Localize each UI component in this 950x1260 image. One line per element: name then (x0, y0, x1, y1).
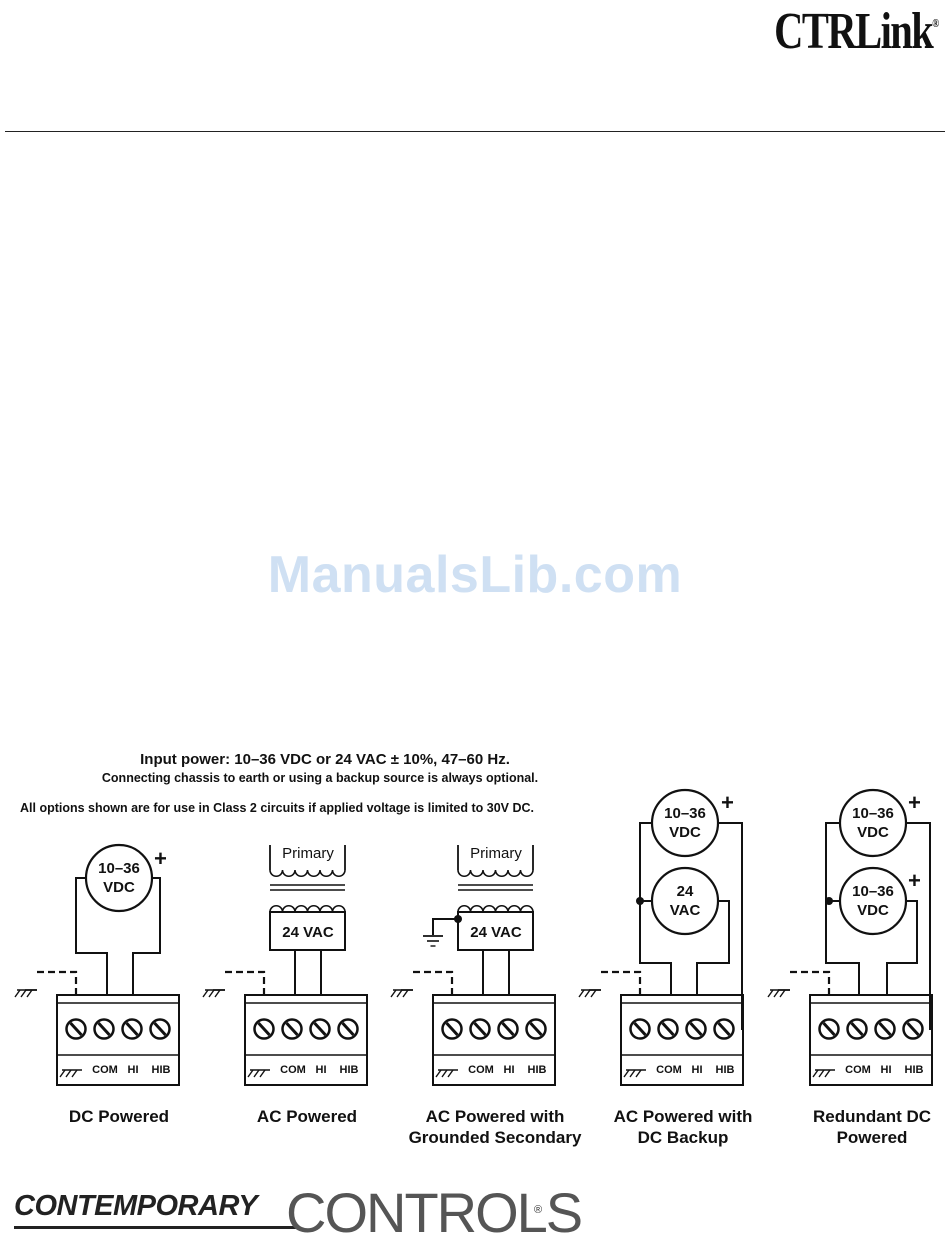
secondary-box (269, 911, 346, 951)
dc-source-secondary (838, 866, 908, 936)
svg-text:10–36: 10–36 (664, 805, 706, 822)
secondary-label: 24 VAC (282, 924, 334, 941)
ctrlink-logo: CTRLink® (774, 3, 939, 60)
plus-sign: + (908, 790, 921, 815)
watermark: ManualsLib.com (267, 546, 683, 604)
class2-note: All options shown are for use in Class 2… (20, 801, 535, 815)
caption-dc-line-1: DC Powered (69, 1107, 169, 1126)
caption-ac-grounded-line-2: Grounded Secondary (409, 1128, 582, 1147)
chassis-note: Connecting chassis to earth or using a b… (101, 771, 539, 785)
dc-source-primary (838, 788, 908, 858)
svg-text:VDC: VDC (669, 824, 701, 841)
dc-backup-source (650, 788, 720, 858)
header-divider (5, 131, 945, 132)
terminal-label-hi: HI (881, 1064, 892, 1076)
svg-text:24: 24 (677, 883, 694, 900)
terminal-label-hib: HIB (152, 1064, 171, 1076)
diagram-ac-grounded: COM HI HIB Primary 24 VAC AC Powered withGrou… (390, 845, 582, 1147)
svg-text:VDC: VDC (857, 824, 889, 841)
plus-sign: + (908, 868, 921, 893)
caption-redundant-dc-line-1: Redundant DC (813, 1107, 931, 1126)
svg-text:VAC: VAC (670, 902, 701, 919)
plus-sign: + (721, 790, 734, 815)
terminal-label-hib: HIB (340, 1064, 359, 1076)
terminal-label-com: COM (92, 1064, 118, 1076)
input-power-note: Input power: 10–36 VDC or 24 VAC ± 10%, … (140, 751, 510, 768)
plus-sign: + (154, 846, 167, 871)
caption-ac-line-1: AC Powered (257, 1107, 357, 1126)
terminal-label-hi: HI (692, 1064, 703, 1076)
terminal-label-com: COM (468, 1064, 494, 1076)
terminal-label-com: COM (280, 1064, 306, 1076)
secondary-box (457, 911, 534, 951)
terminal-label-com: COM (656, 1064, 682, 1076)
contemporary-controls-logo: CONTEMPORARY CONTROLS ® (14, 1181, 583, 1244)
caption-ac-dc-backup-line-1: AC Powered with (614, 1107, 753, 1126)
caption-ac-grounded-line-1: AC Powered with (426, 1107, 565, 1126)
terminal-label-com: COM (845, 1064, 871, 1076)
svg-text:10–36: 10–36 (98, 860, 140, 877)
ac-source (650, 866, 720, 936)
terminal-label-hi: HI (504, 1064, 515, 1076)
terminal-label-hib: HIB (716, 1064, 735, 1076)
svg-text:10–36: 10–36 (852, 883, 894, 900)
svg-text:10–36: 10–36 (852, 805, 894, 822)
svg-text:VDC: VDC (857, 902, 889, 919)
svg-text:VDC: VDC (103, 879, 135, 896)
diagram-ac-powered: COM HI HIB Primary 24 VAC AC Powered (202, 845, 368, 1126)
primary-winding (457, 869, 534, 878)
primary-label: Primary (282, 845, 334, 862)
secondary-label: 24 VAC (470, 924, 522, 941)
terminal-label-hi: HI (316, 1064, 327, 1076)
primary-winding (269, 869, 346, 878)
terminal-label-hib: HIB (905, 1064, 924, 1076)
terminal-label-hib: HIB (528, 1064, 547, 1076)
caption-redundant-dc-line-2: Powered (837, 1128, 908, 1147)
dc-source (84, 843, 154, 913)
caption-ac-dc-backup-line-2: DC Backup (638, 1128, 729, 1147)
terminal-label-hi: HI (128, 1064, 139, 1076)
primary-label: Primary (470, 845, 522, 862)
